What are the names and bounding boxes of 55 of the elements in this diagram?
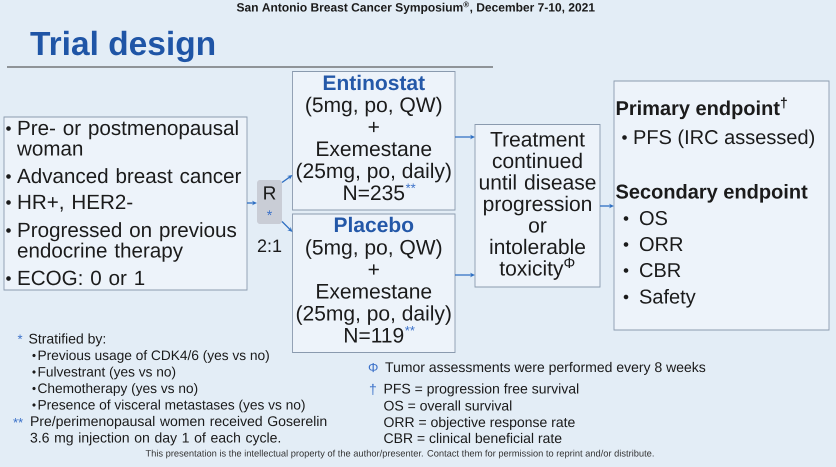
sample-size: N=235	[344, 185, 404, 200]
copyright-notice: This presentation is the intellectual property of the author/presenter. Contact them for permission to reprint and/or distribute.	[146, 450, 654, 458]
footnote-text: PFS = progression free survival	[384, 383, 578, 396]
arm-heading: Entinostat	[324, 74, 425, 90]
eligibility-box	[4, 116, 248, 290]
treatment-text: Treatment continued until disease progression or intolerable toxicity$^{Φ}$	[480, 132, 596, 280]
footnote-text: Chemotherapy (yes vs no)	[38, 383, 198, 396]
arrow	[282, 175, 292, 184]
plus-sign: +	[368, 122, 379, 132]
treatment-arm-box	[292, 214, 456, 353]
footnote-mark: *	[18, 334, 22, 340]
conference-header: San Antonio Breast Cancer Symposium$^{®}$, December 7-10, 2021	[236, 2, 595, 14]
footnote-mark: *	[267, 210, 272, 216]
regimen-text: Exemestane	[317, 284, 432, 299]
arrow	[282, 221, 292, 232]
treatment-arm-box	[292, 71, 456, 210]
footnote-text: Presence of visceral metastases (yes vs no)	[38, 400, 305, 412]
regimen-text: (5mg, po, QW)	[306, 96, 442, 116]
footnote-text: Stratified by:	[29, 333, 106, 346]
criteria-item: ECOG: 0 or 1	[18, 270, 144, 286]
sample-size: N=119	[345, 328, 404, 343]
footnote-mark: **	[406, 184, 416, 188]
criteria-item: Advanced breast cancer	[17, 168, 242, 184]
plus-sign: +	[368, 264, 379, 275]
endpoints-box	[614, 80, 830, 330]
endpoint-heading: Primary endpoint$^{†}$	[616, 97, 787, 120]
regimen-text: (25mg, po, daily)	[296, 162, 451, 182]
footnote-text: Tumor assessments were performed every 8 weeks	[385, 362, 706, 375]
endpoint-item: CBR	[640, 263, 680, 278]
footnote-mark: †	[370, 384, 376, 395]
footnote-text: Fulvestrant (yes vs no)	[38, 366, 176, 380]
regimen-text: Exemestane	[317, 142, 432, 156]
endpoint-item: PFS (IRC assessed)	[634, 130, 814, 148]
criteria-item: HR+, HER2-	[18, 194, 132, 212]
ratio-label: 2:1	[258, 239, 282, 252]
criteria-item: Progressed on previous endocrine therapy	[18, 222, 236, 262]
footnote-text: ORR = objective response rate	[384, 416, 575, 430]
regimen-text: (5mg, po, QW)	[306, 239, 442, 259]
footnote-text: Pre/perimenopausal women received Goserelin 3.6 mg injection on day 1 of each cycle.	[30, 416, 326, 446]
footnote-text: Previous usage of CDK4/6 (yes vs no)	[38, 350, 269, 363]
footnote-text: OS = overall survival	[384, 400, 512, 411]
slide-title: Trial design	[30, 30, 214, 62]
randomization-box	[257, 180, 282, 252]
endpoint-item: ORR	[640, 237, 683, 252]
footnote-mark: **	[405, 326, 415, 331]
footnote-mark: **	[13, 418, 23, 423]
endpoint-item: Safety	[640, 289, 696, 308]
arm-heading: Placebo	[334, 216, 414, 232]
endpoint-item: OS	[640, 211, 667, 226]
endpoint-heading: Secondary endpoint	[616, 184, 808, 203]
criteria-item: Pre- or postmenopausal woman	[16, 120, 238, 156]
footnote-text: CBR = clinical beneficial rate	[384, 432, 562, 444]
randomization-letter: R	[264, 186, 276, 200]
treatment-box	[474, 124, 600, 288]
regimen-text: (25mg, po, daily)	[296, 305, 451, 325]
